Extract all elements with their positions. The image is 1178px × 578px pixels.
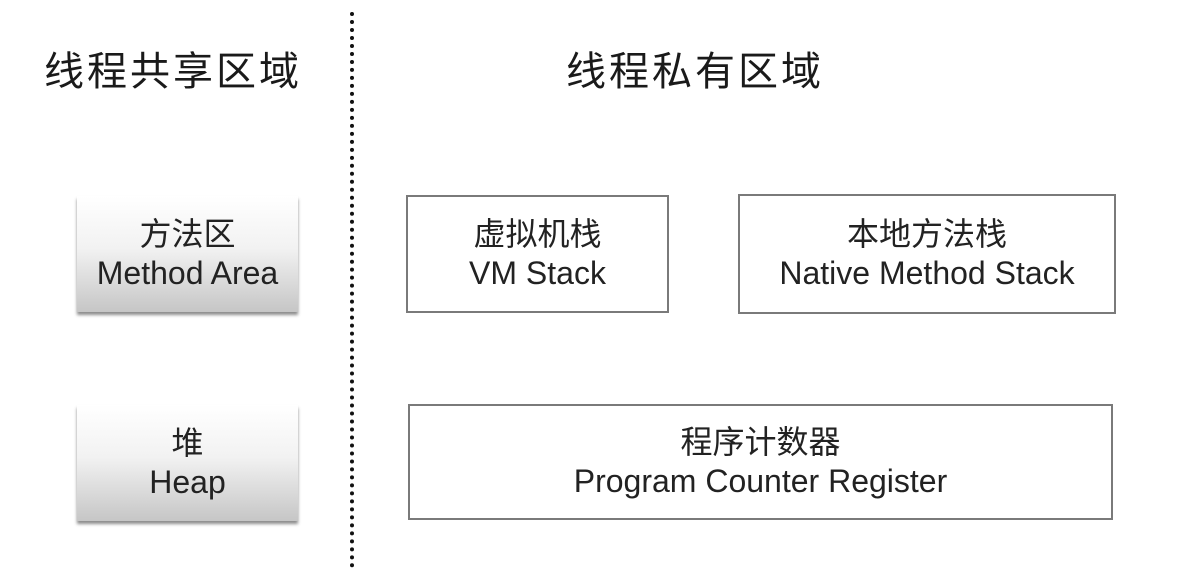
vm-stack-box: 虚拟机栈 VM Stack	[406, 195, 669, 313]
program-counter-register-label-cn: 程序计数器	[680, 423, 841, 460]
method-area-label-cn: 方法区	[139, 215, 236, 252]
vm-stack-label-en: VM Stack	[469, 255, 606, 291]
native-method-stack-label-cn: 本地方法栈	[846, 215, 1007, 252]
heap-box: 堆 Heap	[77, 405, 298, 521]
native-method-stack-box: 本地方法栈 Native Method Stack	[738, 194, 1116, 314]
heap-label-cn: 堆	[171, 424, 204, 461]
heap-label-en: Heap	[149, 464, 226, 500]
method-area-box: 方法区 Method Area	[77, 196, 298, 312]
method-area-label-en: Method Area	[96, 255, 279, 291]
program-counter-register-box: 程序计数器 Program Counter Register	[408, 404, 1113, 520]
private-region-heading: 线程私有区域	[566, 49, 824, 95]
native-method-stack-label-en: Native Method Stack	[779, 255, 1075, 291]
vm-stack-label-cn: 虚拟机栈	[473, 215, 602, 252]
program-counter-register-label-en: Program Counter Register	[573, 463, 948, 499]
shared-region-heading: 线程共享区域	[44, 49, 302, 95]
region-divider	[350, 12, 354, 568]
